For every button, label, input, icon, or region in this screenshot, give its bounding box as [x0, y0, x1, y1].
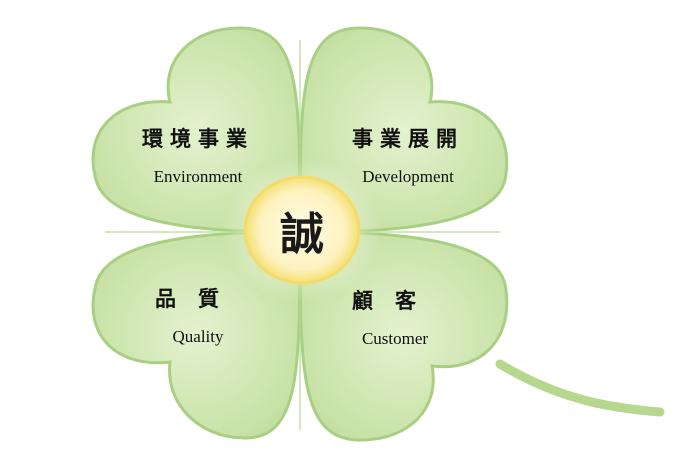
- environment-en-label: Environment: [153, 167, 243, 186]
- development-jp-label: 事業展開: [352, 126, 464, 151]
- center-value-text: 誠: [280, 209, 324, 260]
- customer-en-label: Customer: [361, 329, 429, 348]
- leaf-label-environment: 環境事業 Environment: [128, 126, 268, 188]
- center-circle: [243, 175, 361, 285]
- customer-jp-label: 顧客: [352, 288, 438, 313]
- leaf-bottom-left: [91, 230, 302, 440]
- leaf-label-customer: 顧客 Customer: [325, 288, 465, 350]
- clover-stem: [495, 359, 665, 417]
- leaf-label-development: 事業展開 Development: [338, 126, 478, 188]
- environment-jp-label: 環境事業: [142, 126, 254, 151]
- leaf-label-quality: 品質 Quality: [128, 286, 268, 348]
- development-en-label: Development: [362, 167, 454, 186]
- quality-jp-label: 品質: [155, 286, 241, 311]
- quality-en-label: Quality: [172, 327, 224, 346]
